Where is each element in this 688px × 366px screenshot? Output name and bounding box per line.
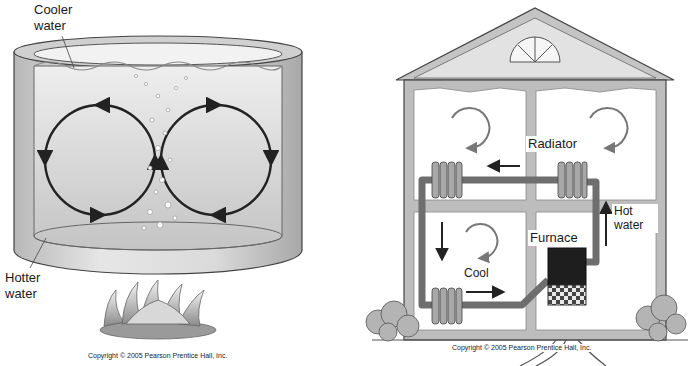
part-label: Cool bbox=[462, 266, 491, 280]
convection-current bbox=[45, 105, 271, 215]
furnace bbox=[548, 248, 586, 305]
pot bbox=[14, 36, 302, 274]
flow-arrow bbox=[442, 166, 606, 292]
air-circulation bbox=[452, 108, 627, 258]
flame bbox=[100, 280, 216, 339]
bubbles bbox=[135, 75, 188, 231]
house bbox=[396, 8, 674, 340]
radiator bbox=[432, 162, 587, 324]
pipes bbox=[422, 180, 596, 305]
part-label: Furnace bbox=[528, 230, 580, 246]
part-label: Hotter water bbox=[3, 270, 63, 301]
copyright-note: Copyright © 2005 Pearson Prentice Hall, … bbox=[450, 344, 593, 352]
part-label: Hot water bbox=[612, 204, 658, 233]
copyright-note: Copyright © 2005 Pearson Prentice Hall, … bbox=[86, 352, 229, 360]
ground bbox=[372, 340, 688, 366]
part-label: Radiator bbox=[526, 136, 579, 152]
part-label: Cooler water bbox=[32, 2, 92, 33]
bush bbox=[366, 295, 686, 341]
